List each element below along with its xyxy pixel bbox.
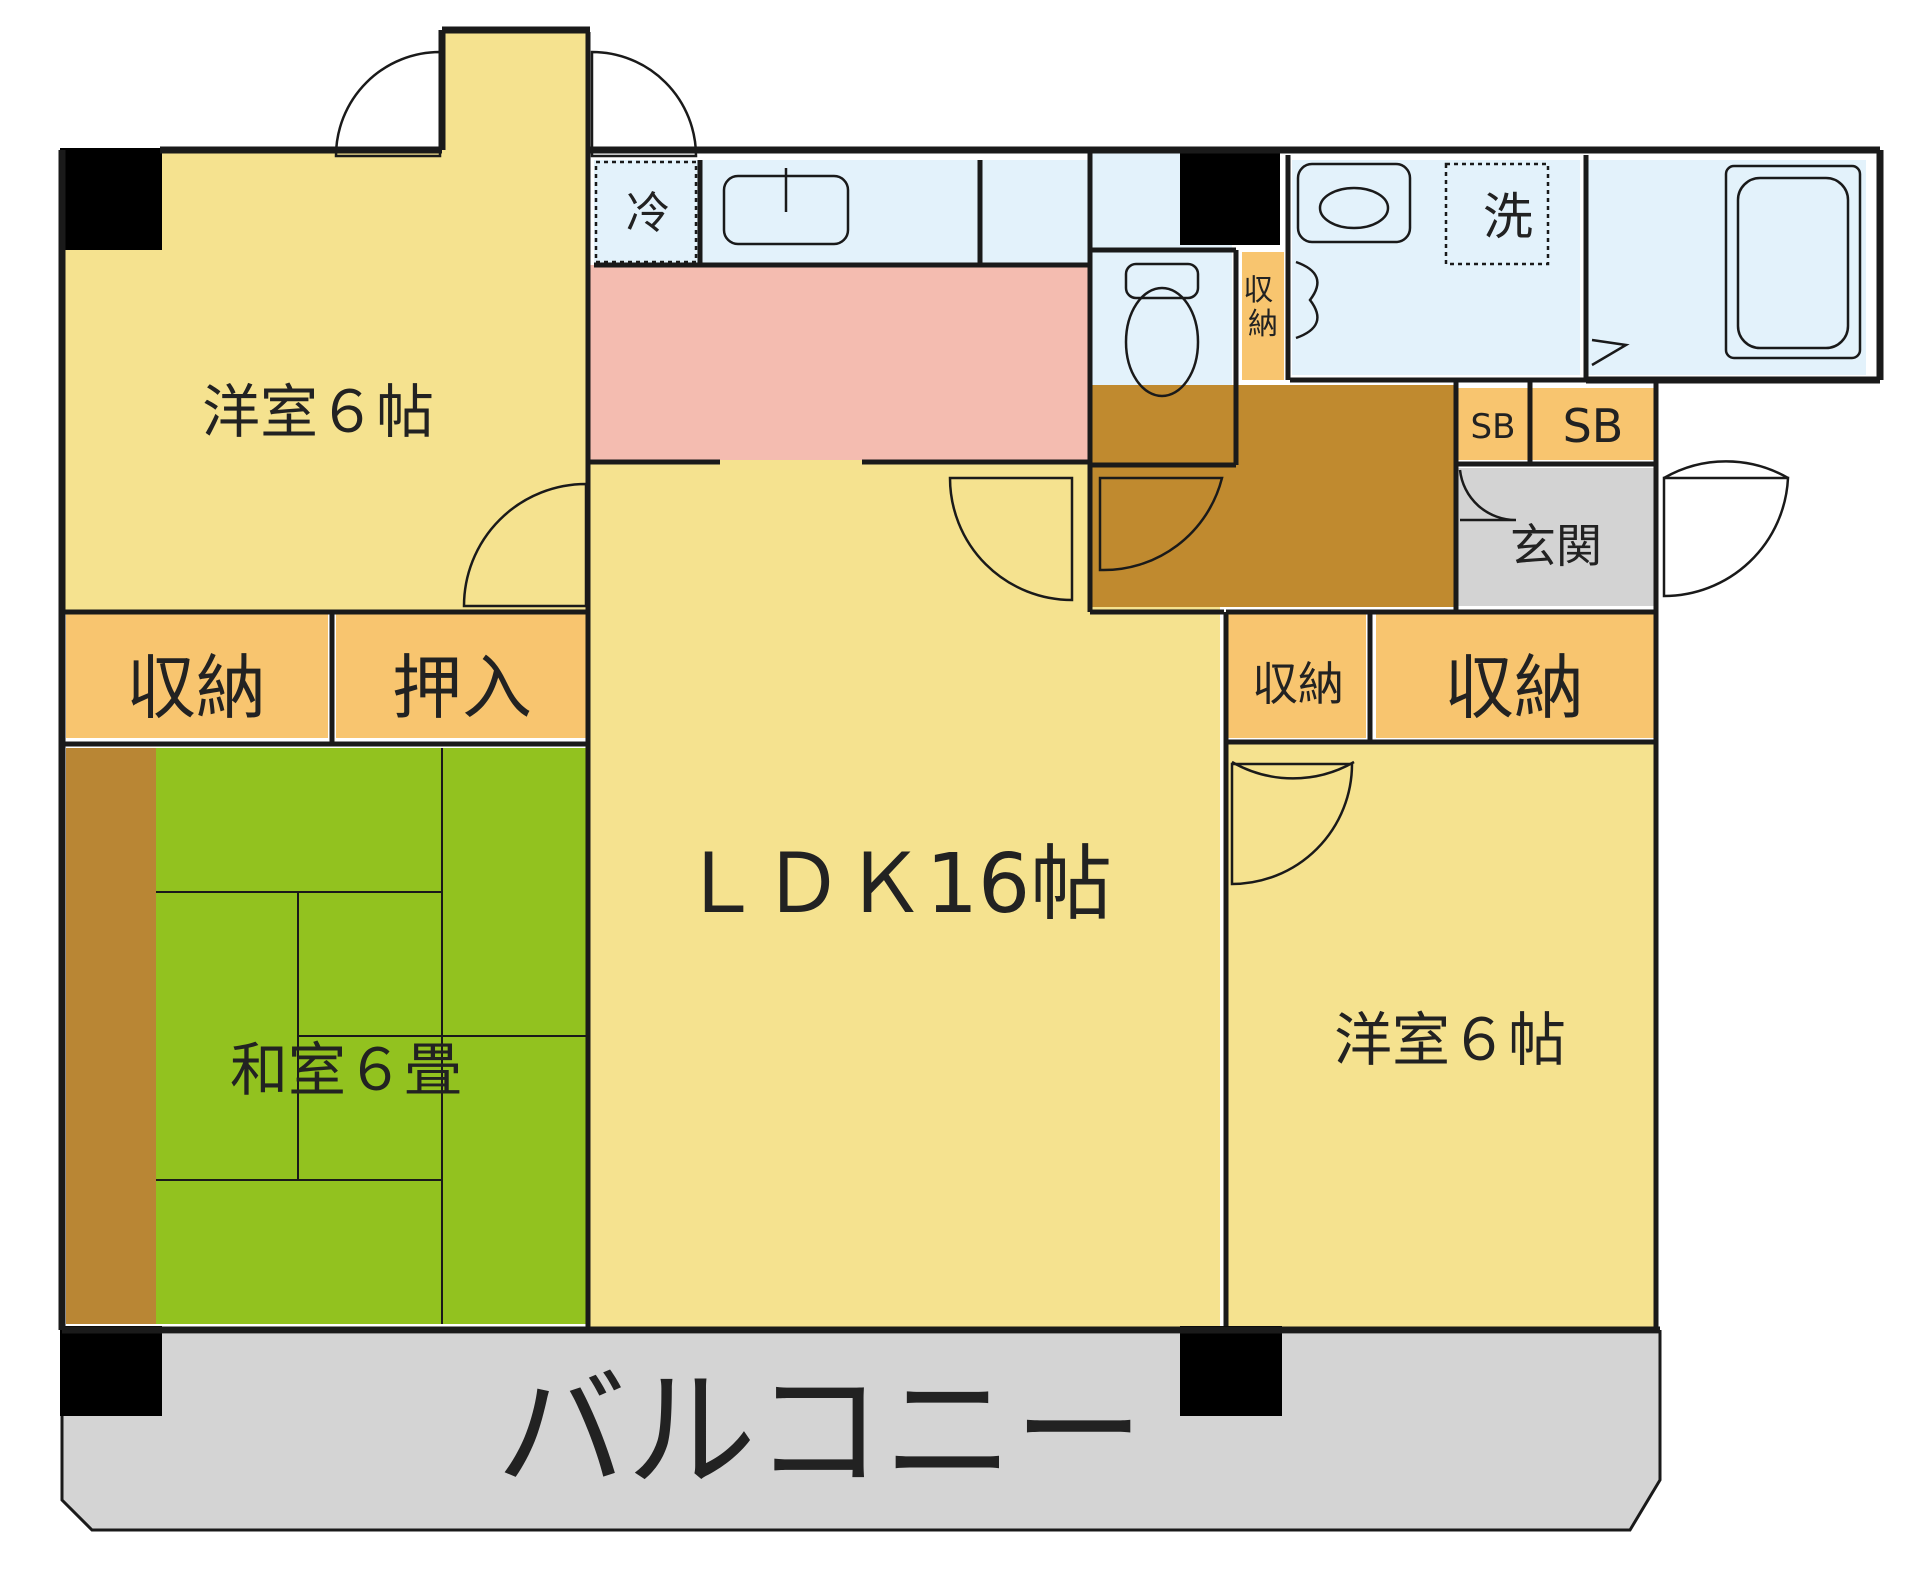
room-fills: [62, 32, 1866, 1530]
room-label-ldk: ＬＤＫ16帖: [680, 837, 1112, 932]
hall-fill: [1092, 385, 1454, 607]
sb-label-large: SB: [1563, 399, 1624, 453]
oshiire-fill: [336, 614, 586, 738]
door-swing-icon: [1458, 469, 1517, 522]
kitchen-counter-fill: [700, 160, 1088, 265]
sb-label-small: SB: [1471, 407, 1516, 447]
fixtures: [594, 160, 1862, 398]
door-swing-icon: [1662, 476, 1790, 598]
sb-small-fill: [1458, 388, 1528, 460]
room-label-western-a: 洋室６帖: [202, 378, 434, 446]
kitchen-fill: [590, 265, 1088, 460]
room-label-washitsu: 和室６畳: [230, 1036, 462, 1104]
room-label-balcony: バルコニー: [496, 1355, 1143, 1507]
room-labels: 洋室６帖 ＬＤＫ16帖 洋室６帖 和室６畳 玄関 バルコニー 収納 押入 収納 …: [126, 188, 1623, 1507]
tokonoma-fill: [66, 748, 156, 1324]
fixture-label-fridge: 冷: [626, 188, 670, 239]
door-swing-icon: [1591, 338, 1630, 367]
entry-corridor-fill: [442, 32, 587, 162]
storage-label-small: 収納: [1252, 657, 1344, 711]
interior-walls: [62, 32, 1660, 1330]
column-top-mid: [1180, 150, 1280, 245]
column-top-left: [60, 148, 162, 250]
door-swing-icon: [1231, 760, 1355, 780]
washer-icon: [1444, 162, 1550, 266]
door-swing-icon: [1098, 476, 1224, 572]
tatami-lines: [156, 748, 586, 1324]
washroom-fill: [1292, 160, 1580, 375]
fixture-label-washer: 洗: [1483, 188, 1533, 246]
column-bottom-right: [1180, 1326, 1282, 1416]
storage-left-fill: [66, 614, 328, 738]
door-swing-icon: [1230, 762, 1354, 886]
door-swing-icon: [462, 482, 588, 608]
door-swing-icon: [590, 50, 698, 158]
storage-label-left: 収納: [126, 647, 266, 729]
door-swing-icon: [1663, 460, 1789, 480]
fridge-icon: [594, 160, 698, 264]
storage-vertical-fill: [1242, 252, 1284, 380]
toilet-icon: [1124, 262, 1200, 398]
bathtub-icon: [1724, 164, 1862, 360]
storage-label-oshiire: 押入: [392, 647, 532, 729]
storage-right-fill: [1376, 614, 1654, 738]
western-room-b-fill: [1228, 742, 1658, 1328]
washbasin-icon: [1296, 162, 1412, 244]
door-swing-icons: [334, 50, 1790, 886]
room-label-genkan: 玄関: [1510, 519, 1602, 573]
storage-label-vertical: 収 納: [1243, 273, 1283, 342]
column-bottom-left: [60, 1326, 162, 1416]
door-swing-icon: [334, 50, 442, 158]
room-label-western-b: 洋室６帖: [1334, 1006, 1566, 1074]
exterior-walls: [58, 26, 1884, 1532]
door-swing-icon: [948, 476, 1074, 602]
storage-small-fill: [1228, 614, 1366, 738]
fridge-space-fill: [594, 160, 700, 265]
storage-label-right: 収納: [1444, 647, 1584, 729]
sb-large-fill: [1532, 388, 1654, 460]
entrance-fill: [1458, 468, 1654, 606]
door-swing-icon: [1295, 260, 1319, 340]
